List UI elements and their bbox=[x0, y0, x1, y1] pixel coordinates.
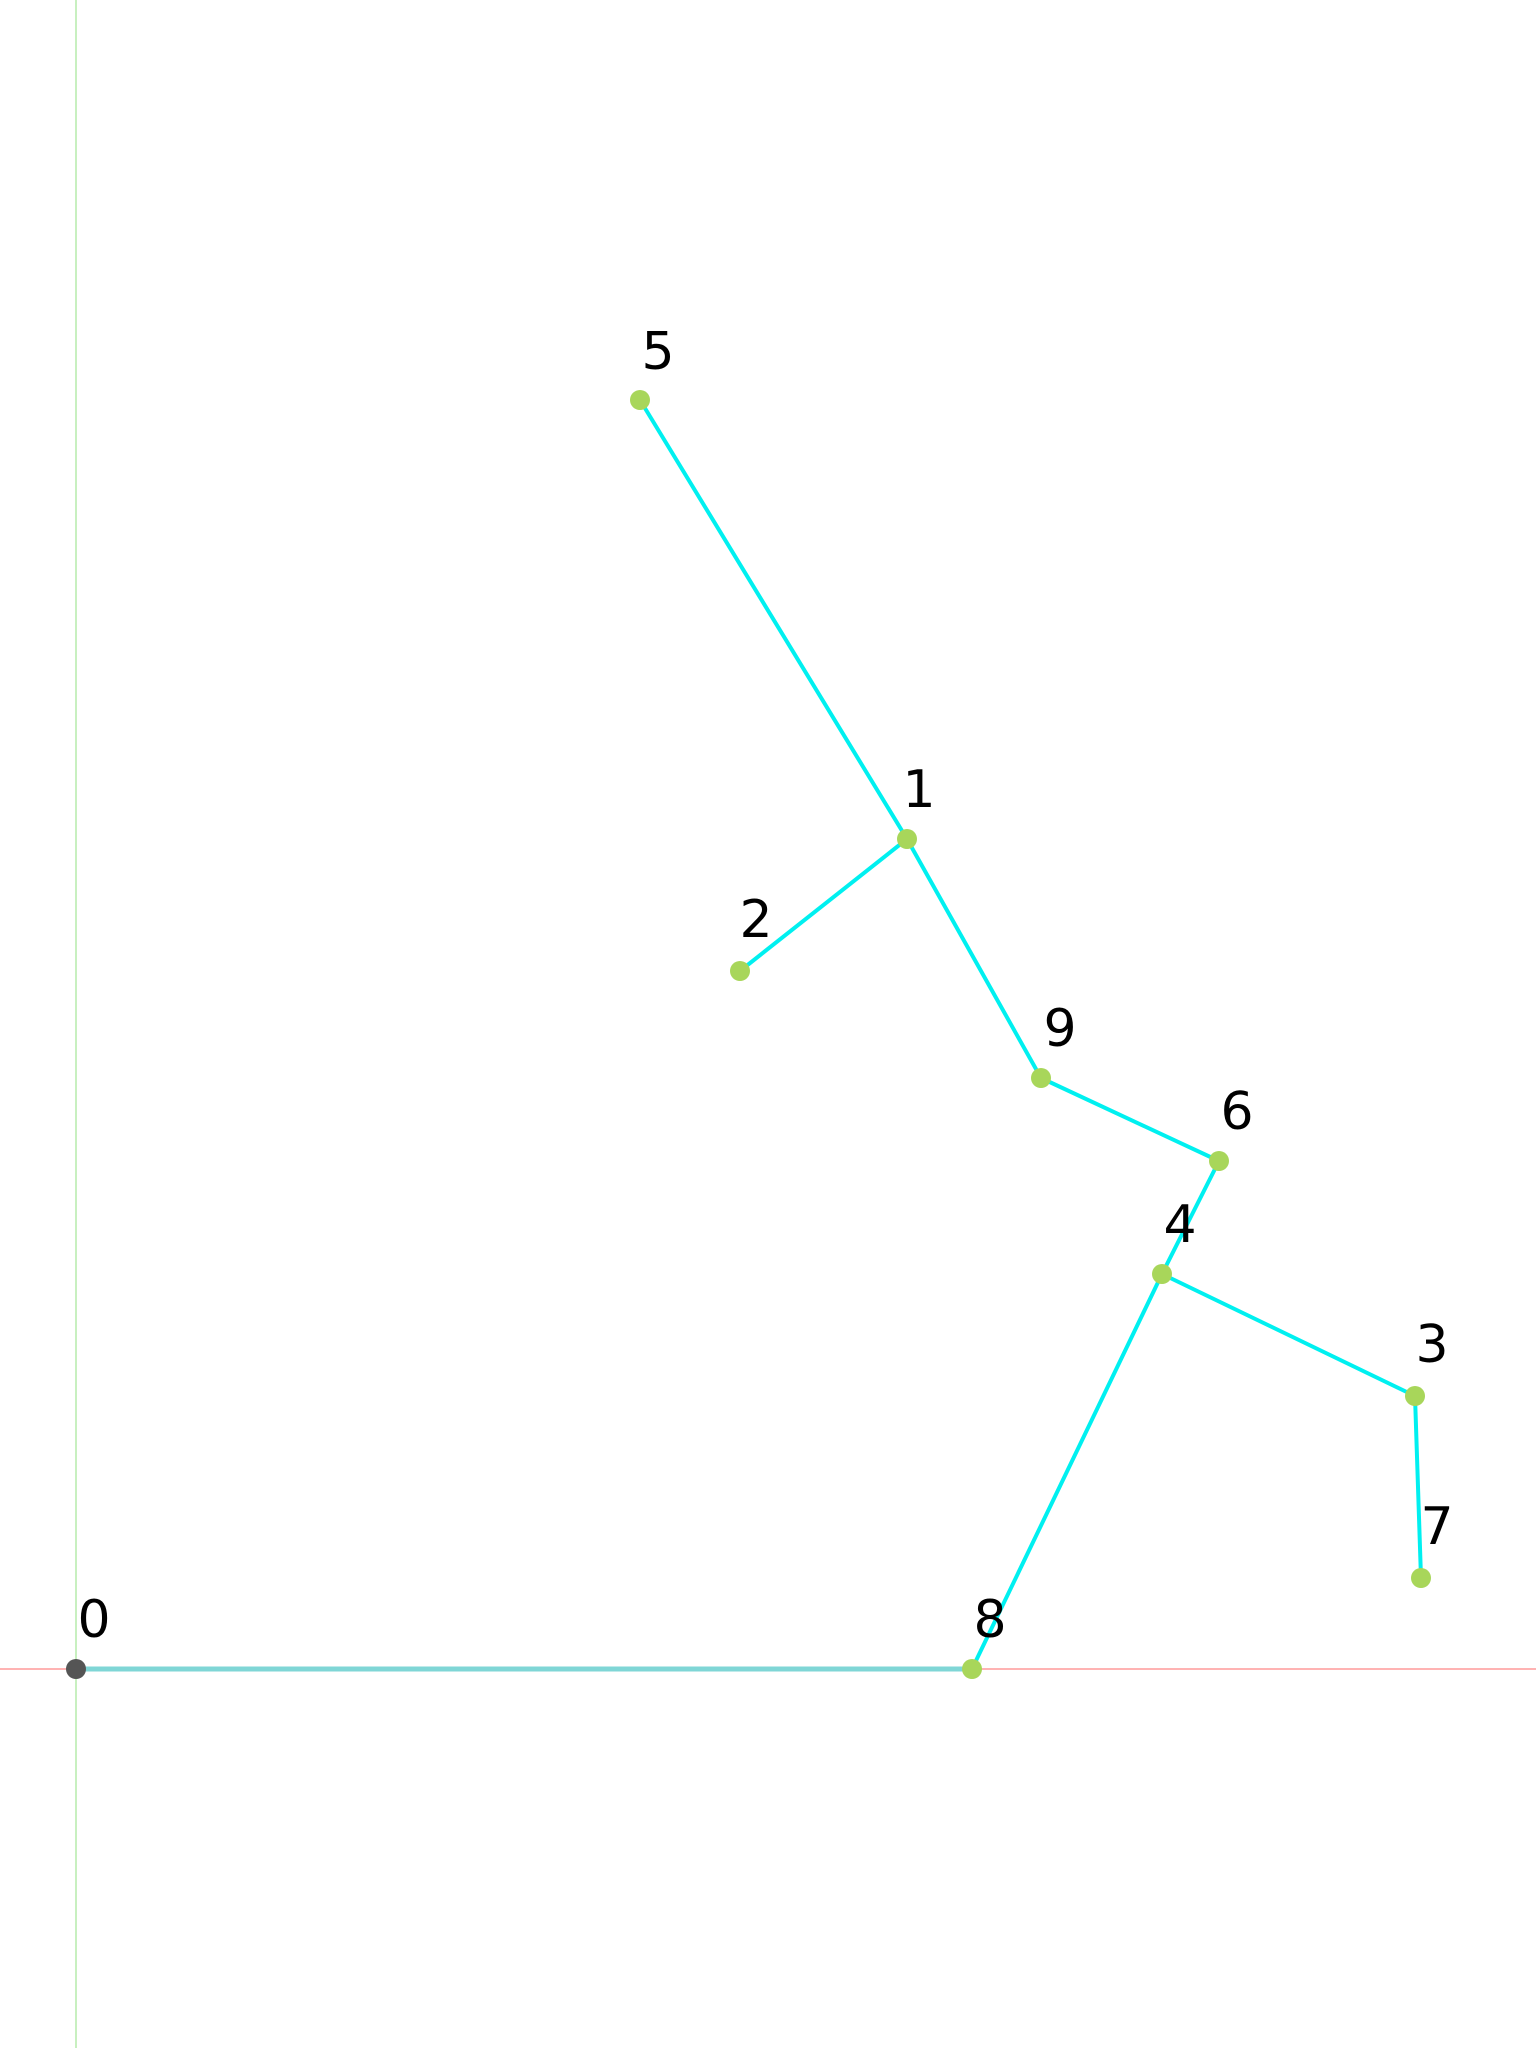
node-0 bbox=[66, 1659, 86, 1679]
node-label-5: 5 bbox=[641, 322, 674, 382]
nodes-layer bbox=[66, 390, 1431, 1679]
node-6 bbox=[1209, 1151, 1229, 1171]
edge-4-3 bbox=[1160, 1272, 1417, 1398]
edges-layer bbox=[73, 398, 1423, 1672]
node-label-7: 7 bbox=[1420, 1497, 1453, 1557]
node-label-2: 2 bbox=[739, 890, 772, 950]
node-label-9: 9 bbox=[1043, 999, 1076, 1059]
node-7 bbox=[1411, 1568, 1431, 1588]
edge-1-2 bbox=[738, 837, 909, 973]
edge-4-6 bbox=[1160, 1159, 1221, 1276]
node-2 bbox=[730, 961, 750, 981]
node-1 bbox=[897, 829, 917, 849]
edge-8-4 bbox=[970, 1272, 1164, 1671]
node-5 bbox=[630, 390, 650, 410]
node-9 bbox=[1031, 1068, 1051, 1088]
node-label-3: 3 bbox=[1415, 1315, 1448, 1375]
edge-3-7 bbox=[1413, 1394, 1423, 1580]
edge-9-1 bbox=[905, 837, 1043, 1080]
node-label-6: 6 bbox=[1220, 1082, 1253, 1142]
node-label-4: 4 bbox=[1163, 1195, 1196, 1255]
node-label-0: 0 bbox=[77, 1590, 110, 1650]
edge-6-9 bbox=[1039, 1076, 1221, 1163]
node-8 bbox=[962, 1659, 982, 1679]
node-label-8: 8 bbox=[973, 1590, 1006, 1650]
labels-layer: 0 1 2 3 4 5 6 7 8 9 bbox=[77, 322, 1453, 1650]
node-4 bbox=[1152, 1264, 1172, 1284]
edge-1-5 bbox=[638, 398, 909, 841]
node-3 bbox=[1405, 1386, 1425, 1406]
node-label-1: 1 bbox=[902, 760, 935, 820]
